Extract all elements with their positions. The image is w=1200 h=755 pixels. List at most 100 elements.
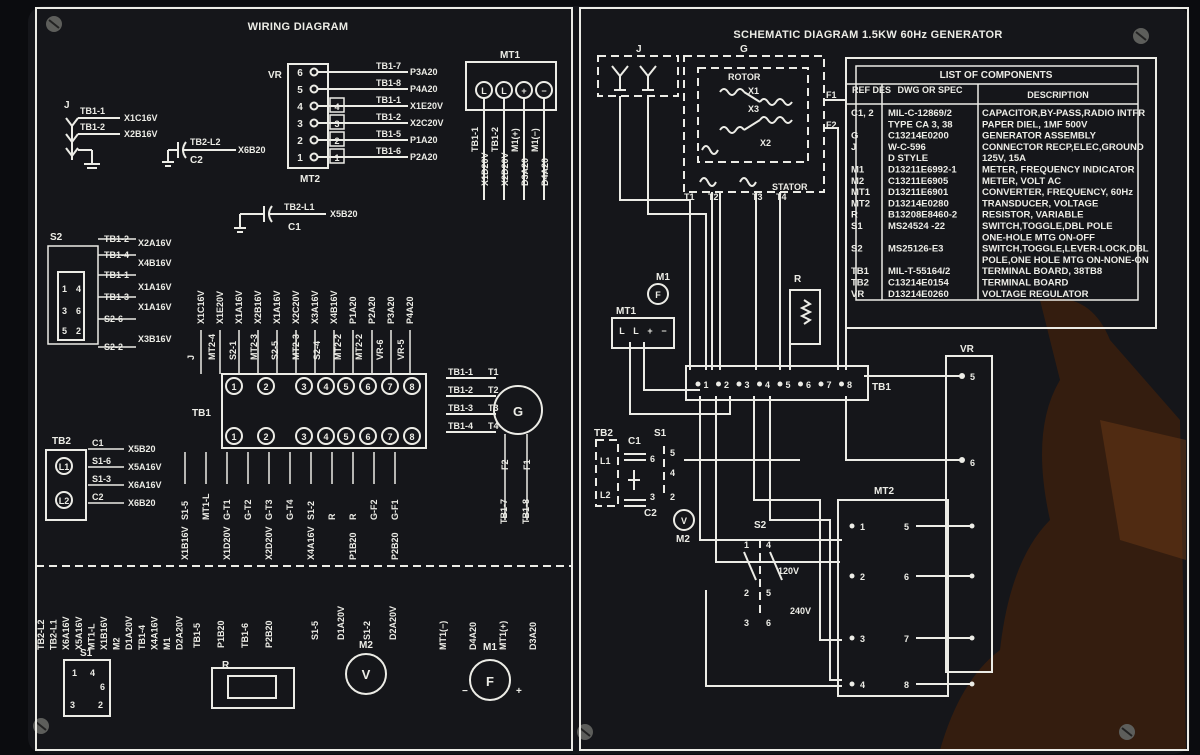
g-wire-from: TB1-1	[448, 367, 473, 377]
wiring-frame	[35, 7, 573, 751]
components-dwg: C13214E0154	[888, 278, 949, 289]
rotor-pin: X1	[748, 86, 759, 96]
tb1-top-wire-a: S2-1	[228, 341, 238, 360]
s2-pin: 5	[62, 326, 67, 336]
tb1-terminal-number: 8	[409, 432, 414, 442]
tb1-top-wire-b: X3A16V	[310, 290, 320, 324]
m1wires-label: D3A20	[528, 622, 538, 650]
components-ref: TB2	[851, 278, 869, 289]
tb1-terminal-number: 2	[263, 382, 268, 392]
j-wire-to: X1C16V	[124, 113, 158, 123]
rwires-label: TB1-5	[192, 623, 202, 648]
schematic-tb2-terminal: L2	[600, 490, 611, 500]
s1-wire: D1A20V	[124, 616, 134, 650]
tb1-terminal-number: 7	[387, 382, 392, 392]
s2-pin: 1	[62, 284, 67, 294]
schematic-tb2-label: TB2	[594, 428, 613, 439]
mt1-wire-bottom: X2D20V	[500, 152, 510, 186]
components-dwg: D13211E6992-1	[888, 165, 957, 176]
components-desc: CONVERTER, FREQUENCY, 60Hz	[982, 187, 1133, 198]
tb2-label: TB2	[52, 436, 71, 447]
m2-label: M2	[359, 640, 373, 651]
tb1-terminal-number: 5	[343, 432, 348, 442]
mt1-terminal-label: L	[481, 86, 487, 96]
schematic-tb1-number: 8	[847, 380, 852, 390]
schematic-m1-symbol: F	[655, 290, 661, 300]
mt2-wire-to: P3A20	[410, 67, 438, 77]
mt1-wire-top: M1(+)	[510, 128, 520, 152]
g-wire-from: TB1-2	[448, 385, 473, 395]
schematic-tb1-number: 1	[703, 380, 708, 390]
mt2-label: MT2	[300, 174, 320, 185]
c1-wire-to: X5B20	[330, 209, 358, 219]
tb1-terminal	[257, 427, 275, 445]
mt1-terminal-label: +	[521, 86, 526, 96]
s1-wire: X5A16V	[74, 616, 84, 650]
schematic-s1-pin: 6	[650, 454, 655, 464]
mt2-wire-from: TB1-2	[376, 112, 401, 122]
schematic-mt2-left: 3	[860, 634, 865, 644]
tb1-terminal	[381, 427, 399, 445]
tb1-top-wire-b: X2B16V	[253, 290, 263, 324]
tb2-wire-to: X5A16V	[128, 462, 162, 472]
schematic-s1-pin: 3	[650, 492, 655, 502]
schematic-tb1-label: TB1	[872, 382, 891, 393]
schematic-g-label: G	[740, 44, 748, 55]
components-ref: S1	[851, 221, 863, 232]
mt1-block: MT1 LTB1-1X1D20VLTB1-2X2D20V+M1(+)D3A20−…	[465, 50, 557, 200]
rust-stain	[940, 298, 1186, 750]
components-desc: RESISTOR, VARIABLE	[982, 210, 1084, 221]
schematic-mt2-right: 7	[904, 634, 909, 644]
schematic-vr-label: VR	[960, 344, 975, 355]
tb1-terminal-number: 2	[263, 432, 268, 442]
schematic-mt2-right: 6	[904, 572, 909, 582]
mt2-wire-to: X2C20V	[410, 118, 444, 128]
s2-wire-to: X1A16V	[138, 302, 172, 312]
tb1-top-wire-a: MT2-4	[207, 334, 217, 360]
components-dwg: C13211E6905	[888, 176, 949, 187]
schematic-tb1-number: 2	[724, 380, 729, 390]
s2-wire-to: X2A16V	[138, 238, 172, 248]
schematic-tb1-terminal	[839, 381, 844, 387]
mt1-wire-top: TB1-2	[490, 127, 500, 152]
m2wires-label: D2A20V	[388, 606, 398, 640]
components-ref: TB1	[851, 266, 870, 277]
schematic-tb1-terminal	[818, 381, 824, 387]
schematic-mt2-terminal	[969, 523, 975, 529]
stator-pin: T3	[752, 192, 763, 202]
components-ref: MT2	[851, 198, 870, 209]
components-dwg: MS24524 -22	[888, 221, 945, 232]
s1-pin: 2	[98, 700, 103, 710]
tb1-top-wire-a: J	[186, 355, 196, 360]
schematic-mt2-right: 5	[904, 522, 909, 532]
m1-symbol: F	[486, 674, 494, 689]
tb1-terminal	[359, 377, 377, 395]
g-wire-to: T1	[488, 367, 499, 377]
components-ref: R	[851, 210, 858, 221]
s1-wire: M2	[112, 637, 122, 650]
tb1-bottom-wire-a: G-T4	[285, 499, 295, 520]
schematic-tb1-number: 3	[744, 380, 749, 390]
schematic-tb2: TB2 L1 L2 C1 C2 S1 6 5 4 3 2 V M2	[594, 428, 695, 545]
tb2-wire-to: X6B20	[128, 498, 156, 508]
components-desc: POLE,ONE HOLE MTG ON-NONE-ON	[982, 255, 1149, 266]
r-label: R	[222, 660, 230, 671]
s1-pin: 4	[90, 668, 95, 678]
s1-wire: MT1-L	[86, 623, 96, 650]
s2-wire-to: X4B16V	[138, 258, 172, 268]
tb1-terminal-number: 3	[301, 382, 306, 392]
tb1-top-wire-a: MT2-3	[249, 334, 259, 360]
components-desc: 125V, 15A	[982, 153, 1026, 164]
tb1-bottom-wire-b: X2D20V	[264, 526, 274, 560]
screw-icon	[1133, 28, 1149, 44]
tb1-bottom-wire-b: X1D20V	[222, 526, 232, 560]
j-wire-from: TB1-1	[80, 106, 105, 116]
components-desc: TRANSDUCER, VOLTAGE	[982, 198, 1098, 209]
components-desc: VOLTAGE REGULATOR	[982, 289, 1089, 300]
schematic-mt1-terminal: L	[619, 326, 625, 336]
mt2-wire-to: P1A20	[410, 135, 438, 145]
